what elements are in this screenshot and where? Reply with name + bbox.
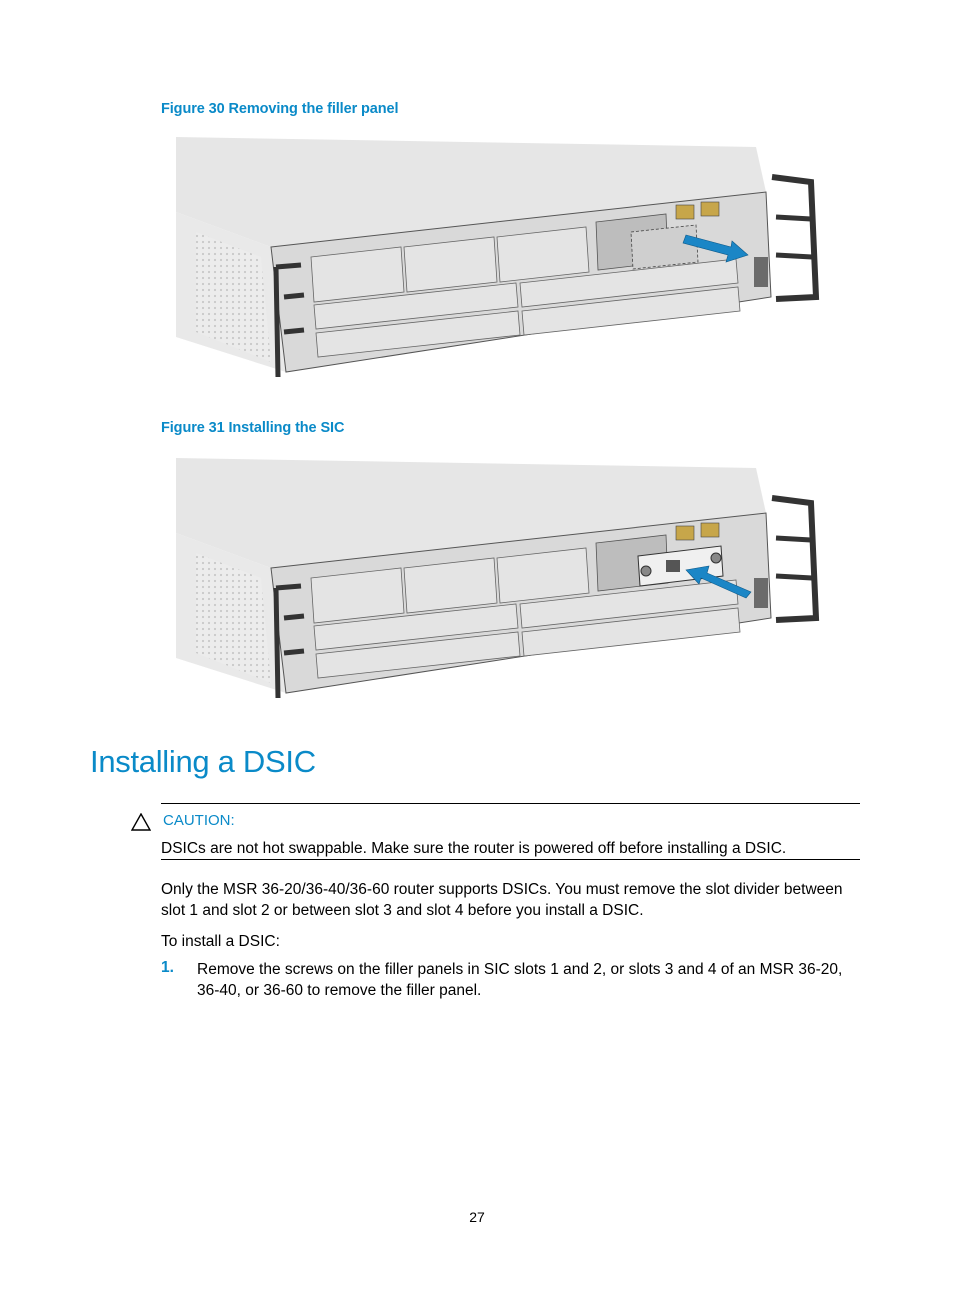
figure-30-image [176,137,820,377]
paragraph-dsic-support: Only the MSR 36-20/36-40/36-60 router su… [161,881,843,919]
step-number: 1. [161,959,174,976]
caution-label: CAUTION: [163,812,235,829]
figure-31-image [176,458,820,698]
paragraph-to-install: To install a DSIC: [161,933,280,950]
figure-31-caption: Figure 31 Installing the SIC [161,420,345,436]
caution-triangle-icon [131,813,151,831]
step-text: Remove the screws on the filler panels i… [197,961,843,999]
caution-bottom-rule [161,859,860,860]
caution-text: DSICs are not hot swappable. Make sure t… [161,840,787,857]
caution-top-rule [161,803,860,804]
page-number: 27 [469,1209,485,1225]
section-heading: Installing a DSIC [90,744,316,779]
figure-30-caption: Figure 30 Removing the filler panel [161,101,399,117]
